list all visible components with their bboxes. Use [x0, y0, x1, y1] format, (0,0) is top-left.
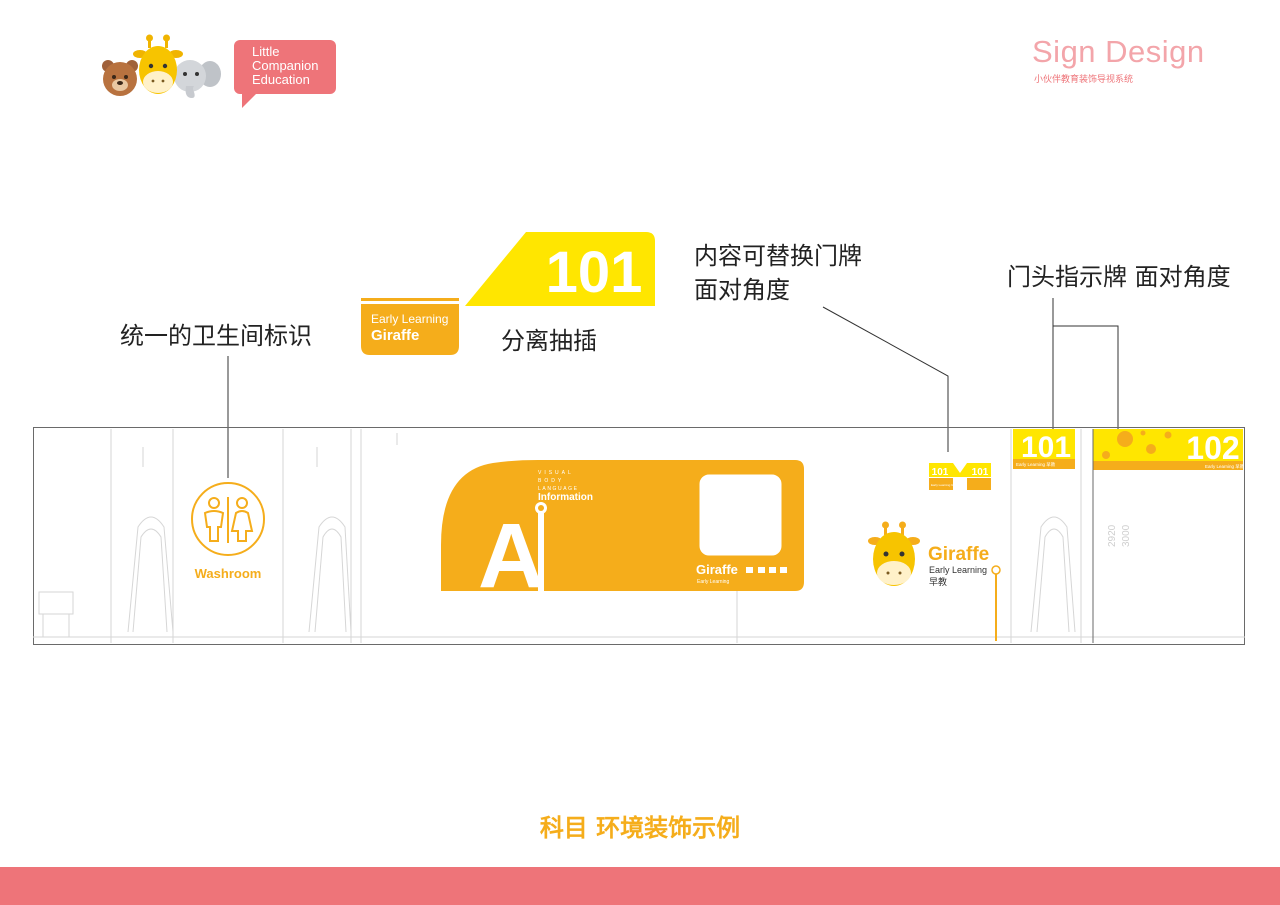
giraffe-title: Giraffe: [928, 544, 989, 565]
room-101-sign: 101 Early Learning 早教: [1013, 429, 1075, 469]
tag-plate: [361, 304, 459, 355]
mini-plate-right: 101: [972, 467, 989, 478]
mini-plate-left: 101: [932, 467, 949, 478]
insert-tag-line-1: Early Learning: [371, 312, 448, 326]
insert-tag-line-2: Giraffe: [371, 327, 419, 344]
callout-washroom: 统一的卫生间标识: [120, 322, 312, 350]
brand-speech-bubble: Little Companion Education: [234, 40, 336, 108]
brand-line-2: Companion: [252, 58, 319, 73]
giraffe-icon: [133, 34, 183, 94]
room-1-number: 101: [1021, 431, 1071, 464]
page-caption: 科目 环境装饰示例: [539, 814, 741, 842]
dim-1: 2920: [1107, 524, 1118, 547]
callout-plate-line-1: 内容可替换门牌: [694, 242, 862, 270]
footer-bar: [0, 867, 1280, 905]
info-window: [698, 473, 783, 557]
insert-number: 101: [546, 240, 643, 305]
dim-2: 3000: [1121, 524, 1132, 547]
washroom-icon: [203, 497, 254, 543]
mini-plate-tag: Early Learning Giraffe: [931, 483, 960, 487]
header-title: Sign Design: [1032, 34, 1205, 69]
info-label: Information: [538, 492, 593, 503]
room-102-sign: 102 Early Learning 早教: [1093, 429, 1245, 470]
info-big-letter: A: [478, 505, 544, 607]
brand-line-1: Little: [252, 44, 280, 59]
washroom-label: Washroom: [195, 566, 262, 581]
wall-graphics: 2920 3000 Washroom A VISUAL BODY LANGUAG…: [33, 429, 1245, 643]
information-panel: A VISUAL BODY LANGUAGE Information Giraf…: [441, 460, 804, 607]
info-vertical-1: VISUAL: [538, 470, 574, 476]
panel-sub: Early Learning: [697, 579, 729, 585]
architectural-lines: [33, 429, 1245, 643]
elephant-icon: [174, 60, 221, 98]
bear-icon: [102, 60, 138, 96]
panel-small-icons: [746, 567, 787, 573]
tag-rail: [361, 298, 459, 301]
room-1-tag: Early Learning 早教: [1016, 461, 1056, 468]
room-2-tag: Early Learning 早教: [1205, 463, 1245, 470]
number-plate: [465, 232, 655, 306]
brand-line-3: Education: [252, 72, 310, 87]
giraffe-cn: 早教: [929, 576, 947, 587]
bubble-tail: [242, 92, 258, 108]
callout-insert: 分离抽插: [501, 327, 597, 355]
info-vertical-2: BODY: [538, 478, 564, 484]
mini-door-plates: 101 101 Early Learning Giraffe: [929, 463, 991, 490]
washroom-sign: Washroom: [191, 482, 265, 581]
panel-title: Giraffe: [696, 562, 738, 577]
callout-plate-line-2: 面对角度: [694, 276, 790, 304]
wall-elevation: [33, 427, 1245, 645]
room-2-number: 102: [1186, 430, 1239, 466]
insert-sign-graphic: 101 Early Learning Giraffe: [361, 232, 655, 355]
giraffe-face-icon: [868, 521, 920, 586]
callout-door-sign: 门头指示牌 面对角度: [1007, 263, 1231, 291]
info-vertical-3: LANGUAGE: [538, 486, 579, 492]
giraffe-sub: Early Learning: [929, 565, 987, 575]
brand-logo: [102, 34, 221, 98]
header-subtitle: 小伙伴教育装饰导视系统: [1034, 75, 1134, 85]
